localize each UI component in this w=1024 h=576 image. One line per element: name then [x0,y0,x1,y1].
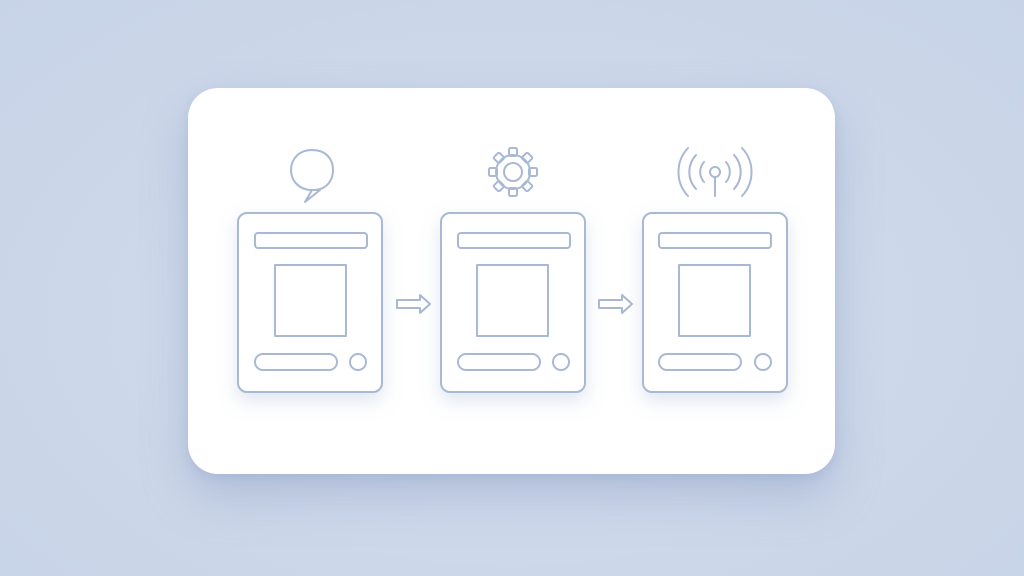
radio-placeholder [552,353,570,371]
title-bar [254,232,368,249]
image-placeholder [678,264,751,337]
step-panel [440,212,586,393]
radio-placeholder [754,353,772,371]
input-placeholder [658,353,742,371]
image-placeholder [274,264,347,337]
step-panel [237,212,383,393]
title-bar [658,232,772,249]
title-bar [457,232,571,249]
broadcast-signal-icon [677,147,753,197]
gear-icon [488,147,538,197]
workflow-diagram [237,147,788,393]
input-placeholder [457,353,541,371]
arrow-right-icon [598,294,633,314]
step-panel [642,212,788,393]
diagram-card [188,88,835,474]
radio-placeholder [349,353,367,371]
image-placeholder [476,264,549,337]
chat-bubble-icon [290,149,334,203]
arrow-right-icon [396,294,431,314]
input-placeholder [254,353,338,371]
